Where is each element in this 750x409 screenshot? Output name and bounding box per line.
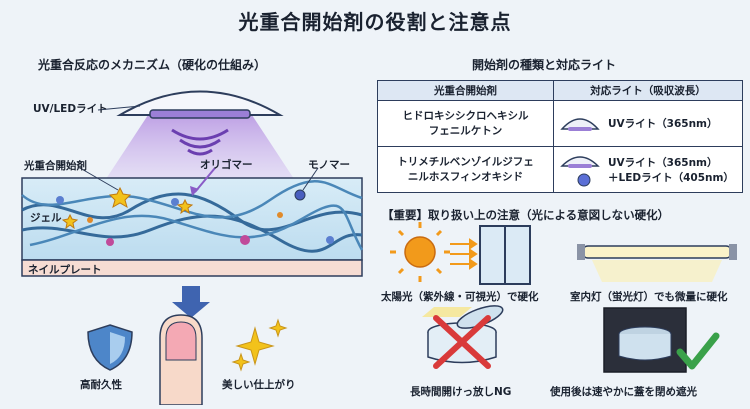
check-icon [676, 332, 720, 370]
caution-indoor-light: 室内灯（蛍光灯）でも微量に硬化 [570, 291, 728, 303]
label-oligomer: オリゴマー [200, 159, 253, 171]
nail-finger-icon [159, 314, 203, 405]
cross-icon [433, 315, 491, 369]
mechanism-heading: 光重合反応のメカニズム（硬化の仕組み） [38, 58, 267, 72]
uv-lamp-icon [116, 90, 284, 116]
shield-icon [87, 324, 133, 371]
mechanism-illustration [21, 90, 364, 405]
sparkle-icon [231, 318, 288, 372]
initiator-name: ヒドロキシシクロヘキシル フェニルケトン [377, 100, 554, 147]
label-gel: ジェル [30, 212, 62, 224]
initiator-table: 光重合開始剤 対応ライト（吸収波長） ヒドロキシシクロヘキシル フェニルケトン … [377, 80, 743, 193]
nail-plate-layer [21, 259, 363, 277]
result-finish: 美しい仕上がり [222, 379, 296, 391]
caution-close-lid: 使用後は速やかに蓋を閉め遮光 [550, 386, 697, 398]
caution-open-too-long: 長時間開けっ放しNG [410, 386, 512, 398]
light-cell: UVライト（365nm） [553, 100, 743, 147]
light-cell: UVライト（365nm）＋LEDライト（405nm） [553, 146, 743, 193]
table-header-initiator: 光重合開始剤 [377, 80, 554, 101]
caution-illustrations [390, 222, 737, 373]
table-row: ヒドロキシシクロヘキシル フェニルケトン UVライト（365nm） [377, 100, 743, 147]
sun-icon [390, 222, 450, 282]
result-durability: 高耐久性 [80, 379, 122, 391]
label-photoinitiator: 光重合開始剤 [24, 160, 87, 172]
light-beam [100, 112, 300, 188]
caution-sunlight: 太陽光（紫外線・可視光）で硬化 [381, 291, 539, 303]
open-jar-icon [422, 305, 504, 364]
down-arrow-icon [172, 286, 210, 318]
page-title: 光重合開始剤の役割と注意点 [238, 10, 512, 34]
important-heading: 【重要】取り扱い上の注意（光による意図しない硬化） [382, 208, 670, 222]
table-row: トリメチルベンゾイルジフェ ニルホスフィンオキシド UVライト（365nm）＋L… [377, 146, 743, 193]
initiator-types-heading: 開始剤の種類と対応ライト [472, 58, 617, 72]
uv-lamp-icon [560, 117, 600, 131]
table-header-row: 光重合開始剤 対応ライト（吸収波長） [377, 80, 743, 101]
label-uv-led-light: UV/LEDライト [33, 103, 108, 115]
uv-led-lamp-icon [560, 155, 600, 186]
label-nail-plate: ネイルプレート [28, 264, 102, 276]
closed-jar-icon [603, 307, 687, 373]
initiator-name: トリメチルベンゾイルジフェ ニルホスフィンオキシド [377, 146, 554, 193]
table-header-light: 対応ライト（吸収波長） [553, 80, 743, 101]
window-icon [479, 225, 531, 285]
fluorescent-lamp-icon [577, 244, 737, 282]
label-monomer: モノマー [308, 159, 350, 171]
